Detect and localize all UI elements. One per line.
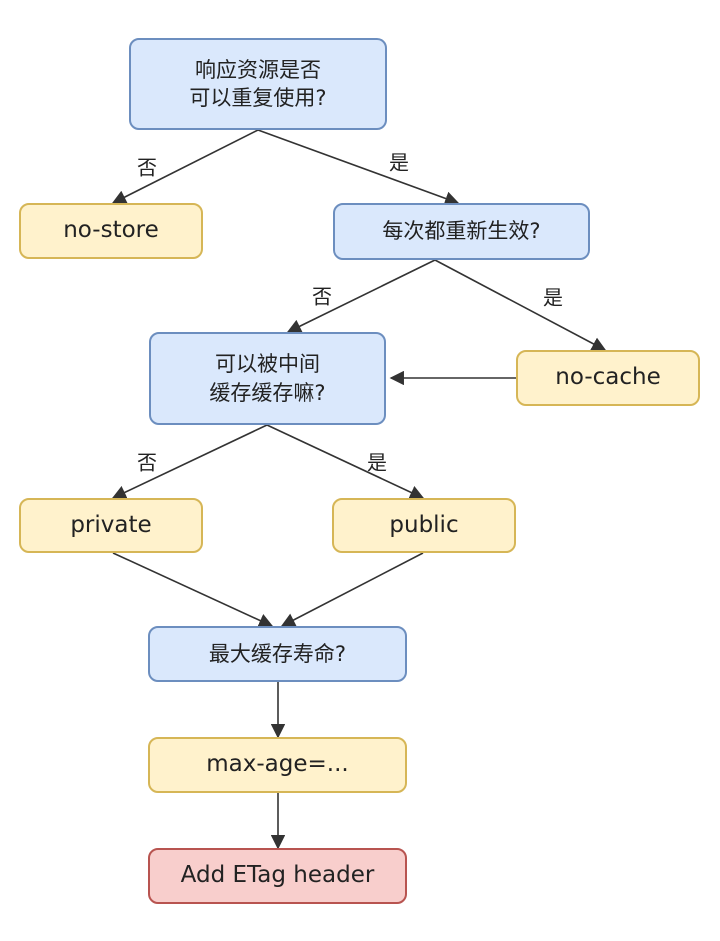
edge-intermediate-to-public <box>266 424 425 500</box>
edge-revalidate-to-intermediate <box>286 259 436 333</box>
edge-label-yes: 是 <box>367 450 387 475</box>
answer-max-age: max-age=... <box>148 737 407 793</box>
question-reusable-line1: 响应资源是否 <box>195 57 321 82</box>
answer-no-store-label: no-store <box>63 217 159 244</box>
edge-reuse-to-revalidate <box>257 129 460 206</box>
question-revalidate-label: 每次都重新生效? <box>382 219 541 244</box>
edge-intermediate-to-private <box>111 424 268 499</box>
edge-reuse-to-nostore <box>111 129 259 204</box>
edge-label-no: 否 <box>137 155 157 180</box>
answer-private-label: private <box>70 511 152 538</box>
answer-private: private <box>19 498 203 553</box>
edge-label-yes: 是 <box>543 285 563 310</box>
question-reusable: 响应资源是否 可以重复使用? <box>129 38 387 130</box>
end-add-etag: Add ETag header <box>148 848 407 904</box>
answer-public: public <box>332 498 516 553</box>
edge-label-no: 否 <box>312 284 332 309</box>
edge-label-yes: 是 <box>389 150 409 175</box>
answer-no-cache: no-cache <box>516 350 700 406</box>
question-max-age: 最大缓存寿命? <box>148 626 407 682</box>
edge-public-to-maxage-q <box>280 552 424 627</box>
answer-no-cache-label: no-cache <box>555 364 661 391</box>
answer-no-store: no-store <box>19 203 203 259</box>
end-add-etag-label: Add ETag header <box>180 862 375 889</box>
answer-public-label: public <box>389 511 459 538</box>
edge-label-no: 否 <box>137 450 157 475</box>
question-revalidate: 每次都重新生效? <box>333 203 590 260</box>
question-intermediate-line2: 缓存缓存嘛? <box>209 380 326 405</box>
edge-private-to-maxage-q <box>112 552 274 628</box>
question-intermediate-cache: 可以被中间 缓存缓存嘛? <box>149 332 386 425</box>
question-intermediate-line1: 可以被中间 <box>215 352 320 377</box>
answer-max-age-label: max-age=... <box>206 751 349 778</box>
question-max-age-label: 最大缓存寿命? <box>208 641 347 666</box>
question-reusable-line2: 可以重复使用? <box>189 86 327 110</box>
edge-revalidate-to-nocache <box>434 259 607 351</box>
